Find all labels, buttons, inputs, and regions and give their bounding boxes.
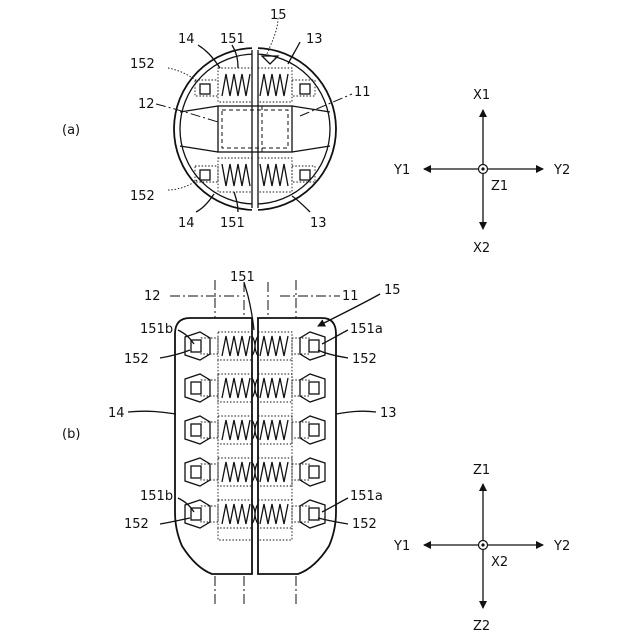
spring-row	[185, 332, 325, 360]
spring-top-left	[222, 74, 250, 96]
figure-a-label: (a)	[62, 123, 80, 138]
center-slit	[252, 45, 258, 213]
label-12: 12	[138, 97, 155, 112]
label-151a-bottom: 151a	[350, 489, 383, 504]
label-13-bottom: 13	[310, 216, 327, 231]
figure-b: (b)	[62, 270, 570, 634]
spring-housing-top-left	[218, 68, 252, 102]
left-member	[175, 318, 252, 574]
label-151b-bottom: 151b	[140, 489, 173, 504]
axis-z1-label: Z1	[473, 463, 490, 478]
axis-x2-label: X2	[473, 241, 490, 256]
label-13: 13	[380, 406, 397, 421]
axis-y2-label: Y2	[553, 539, 570, 554]
label-14: 14	[178, 32, 195, 47]
axis-z2-label: Z2	[473, 619, 490, 634]
label-151: 151	[230, 270, 255, 285]
axis-y2-label: Y2	[553, 163, 570, 178]
label-152-left-bottom: 152	[124, 517, 149, 532]
label-152-right-bottom: 152	[352, 517, 377, 532]
label-14-bottom: 14	[178, 216, 195, 231]
axis-y1-label: Y1	[393, 539, 410, 554]
figure-a: (a)	[62, 8, 570, 256]
axis-z1-label: Z1	[491, 179, 508, 194]
axes-b: Z1 Z2 Y1 Y2 X2	[393, 463, 570, 634]
label-152-bottom: 152	[130, 189, 155, 204]
label-151a: 151a	[350, 322, 383, 337]
label-152-left: 152	[124, 352, 149, 367]
axis-x2-label: X2	[491, 555, 508, 570]
right-member	[258, 318, 336, 574]
spring-housing-bottom-left	[218, 158, 252, 192]
spring-bottom-left	[222, 164, 250, 186]
axis-x1-label: X1	[473, 88, 490, 103]
label-15: 15	[270, 8, 287, 23]
label-11: 11	[342, 289, 359, 304]
spring-row	[185, 458, 325, 486]
axes-a: X1 X2 Y1 Y2 Z1	[393, 88, 570, 256]
spring-bottom-right	[260, 164, 288, 186]
label-14: 14	[108, 406, 125, 421]
axis-y1-label: Y1	[393, 163, 410, 178]
figure-b-label: (b)	[62, 427, 80, 442]
label-13: 13	[306, 32, 323, 47]
label-12: 12	[144, 289, 161, 304]
spring-row	[185, 416, 325, 444]
label-15: 15	[384, 283, 401, 298]
label-152-right: 152	[352, 352, 377, 367]
label-151-bottom: 151	[220, 216, 245, 231]
spring-housing-bottom-right	[258, 158, 292, 192]
label-151: 151	[220, 32, 245, 47]
spring-row	[185, 374, 325, 402]
spring-top-right	[260, 74, 288, 96]
spring-housing-top-right	[258, 68, 292, 102]
label-151b: 151b	[140, 322, 173, 337]
label-152: 152	[130, 57, 155, 72]
label-11: 11	[354, 85, 371, 100]
spring-row	[185, 500, 325, 528]
